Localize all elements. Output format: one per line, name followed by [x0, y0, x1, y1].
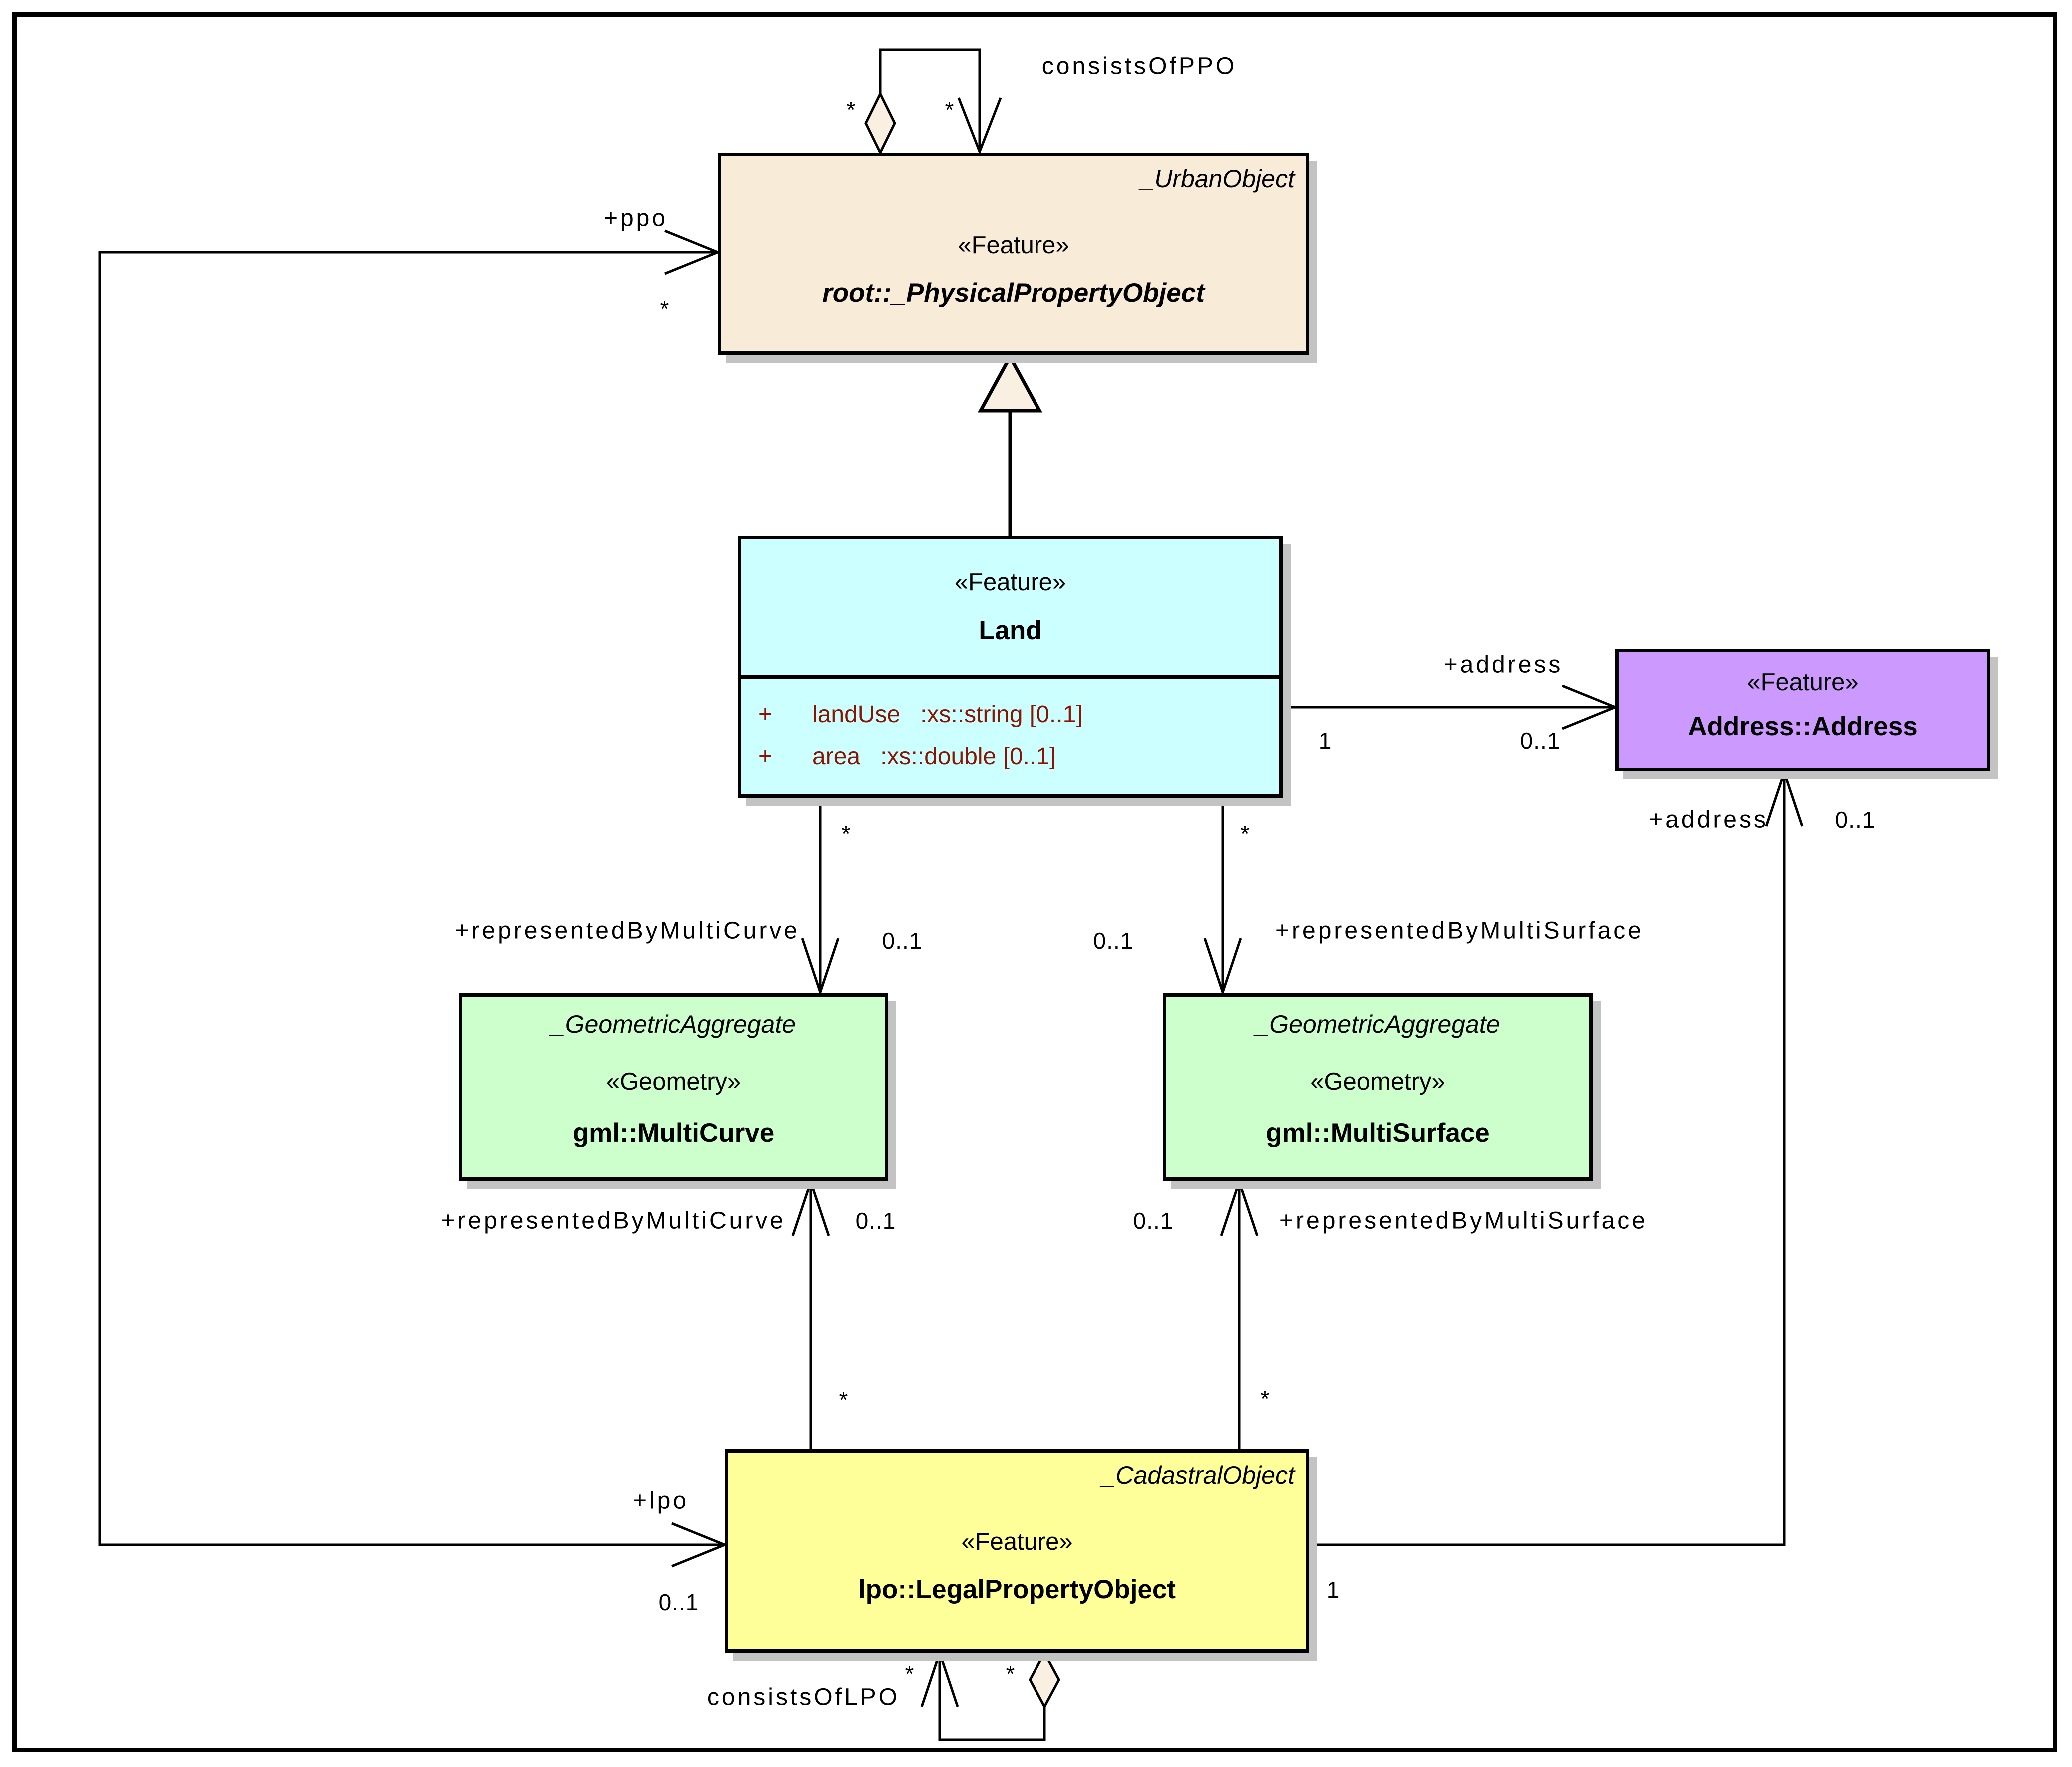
class-physical-property-object[interactable]: _UrbanObject «Feature» root::_PhysicalPr…	[718, 153, 1309, 355]
multiplicity-lpo-multicurve-source: *	[839, 1387, 849, 1413]
class-name-label: Land	[979, 616, 1042, 645]
land-multisurface-open-arrow-icon	[1203, 938, 1242, 996]
role-label-land-address: +address	[1443, 651, 1563, 678]
attribute-area: + area :xs::double [0..1]	[758, 743, 1056, 770]
multiplicity-lpo-multicurve-target: 0..1	[855, 1208, 896, 1234]
consists-of-ppo-loop-line	[879, 48, 981, 152]
role-label-lpo: +lpo	[632, 1487, 689, 1514]
class-land[interactable]: «Feature» Land + landUse :xs::string [0.…	[738, 536, 1283, 798]
class-multisurface[interactable]: _GeometricAggregate «Geometry» gml::Mult…	[1163, 993, 1593, 1181]
stereotype-label: «Feature»	[1747, 669, 1859, 696]
multiplicity-consists-of-lpo-diamond: *	[1006, 1661, 1016, 1687]
role-label-land-multicurve: +representedByMultiCurve	[455, 917, 800, 944]
role-label-lpo-address: +address	[1649, 806, 1768, 833]
class-name-label: lpo::LegalPropertyObject	[858, 1575, 1176, 1604]
stereotype-label: «Feature»	[958, 232, 1069, 259]
multiplicity-land-multisurface-source: *	[1240, 821, 1250, 847]
consists-of-lpo-loop-line	[938, 1653, 1046, 1741]
stereotype-label: «Feature»	[954, 569, 1066, 596]
multiplicity-lpo-multisurface-target: 0..1	[1133, 1208, 1174, 1234]
diagram-border	[12, 12, 2057, 1752]
stereotype-label: «Feature»	[961, 1528, 1073, 1555]
class-tag-label: _CadastralObject	[1101, 1461, 1295, 1489]
consists-of-ppo-aggregation-diamond-icon	[864, 91, 896, 156]
class-multicurve[interactable]: _GeometricAggregate «Geometry» gml::Mult…	[459, 993, 888, 1181]
attribute-landuse: + landUse :xs::string [0..1]	[758, 701, 1083, 728]
multiplicity-lpo-address-target: 0..1	[1835, 807, 1876, 833]
lpo-multisurface-open-arrow-icon	[1220, 1178, 1259, 1236]
multiplicity-land-multicurve-target: 0..1	[882, 928, 923, 954]
multiplicity-land-multicurve-source: *	[841, 821, 851, 847]
multiplicity-land-address-source: 1	[1318, 728, 1332, 754]
attribute-compartment: + landUse :xs::string [0..1] + area :xs:…	[738, 675, 1283, 798]
consists-of-lpo-open-arrow-icon	[920, 1649, 959, 1707]
multiplicity-lpo-multisurface-source: *	[1260, 1386, 1270, 1412]
class-tag-label: _GeometricAggregate	[1255, 1010, 1500, 1038]
generalization-triangle-icon	[978, 353, 1042, 413]
consists-of-ppo-open-arrow-icon	[957, 97, 1002, 155]
land-multicurve-open-arrow-icon	[801, 938, 840, 996]
multiplicity-ppo-end: *	[660, 296, 670, 322]
class-name-label: gml::MultiCurve	[572, 1118, 775, 1148]
multiplicity-lpo-address-source: 1	[1326, 1577, 1340, 1603]
role-label-lpo-multicurve: +representedByMultiCurve	[441, 1207, 786, 1234]
multiplicity-consists-of-lpo-arrow: *	[905, 1661, 915, 1687]
role-label-land-multisurface: +representedByMultiSurface	[1275, 917, 1644, 944]
stereotype-label: «Geometry»	[1310, 1068, 1445, 1095]
ppo-lpo-association-line	[98, 251, 725, 1546]
lpo-multicurve-open-arrow-icon	[791, 1178, 830, 1236]
multiplicity-land-multisurface-target: 0..1	[1093, 928, 1134, 954]
association-name-consists-of-ppo: consistsOfPPO	[1041, 53, 1237, 80]
stereotype-label: «Geometry»	[606, 1068, 741, 1095]
multiplicity-consists-of-ppo-diamond: *	[846, 97, 856, 123]
multiplicity-land-address-target: 0..1	[1520, 728, 1561, 754]
class-name-label: root::_PhysicalPropertyObject	[822, 278, 1205, 308]
consists-of-lpo-aggregation-diamond-icon	[1029, 1650, 1060, 1710]
class-legal-property-object[interactable]: _CadastralObject «Feature» lpo::LegalPro…	[725, 1449, 1309, 1653]
multiplicity-lpo-end: 0..1	[658, 1589, 699, 1615]
class-tag-label: _GeometricAggregate	[551, 1010, 796, 1038]
lpo-address-association-line	[1309, 772, 1786, 1546]
class-tag-label: _UrbanObject	[1140, 165, 1295, 193]
role-label-ppo: +ppo	[603, 205, 668, 232]
lpo-address-open-arrow-icon	[1765, 768, 1804, 827]
class-name-label: gml::MultiSurface	[1266, 1118, 1490, 1148]
class-address[interactable]: «Feature» Address::Address	[1615, 649, 1990, 771]
association-name-consists-of-lpo: consistsOfLPO	[707, 1684, 900, 1711]
role-label-lpo-multisurface: +representedByMultiSurface	[1279, 1207, 1648, 1234]
class-name-label: Address::Address	[1688, 712, 1918, 741]
multiplicity-consists-of-ppo-arrow: *	[945, 97, 955, 123]
